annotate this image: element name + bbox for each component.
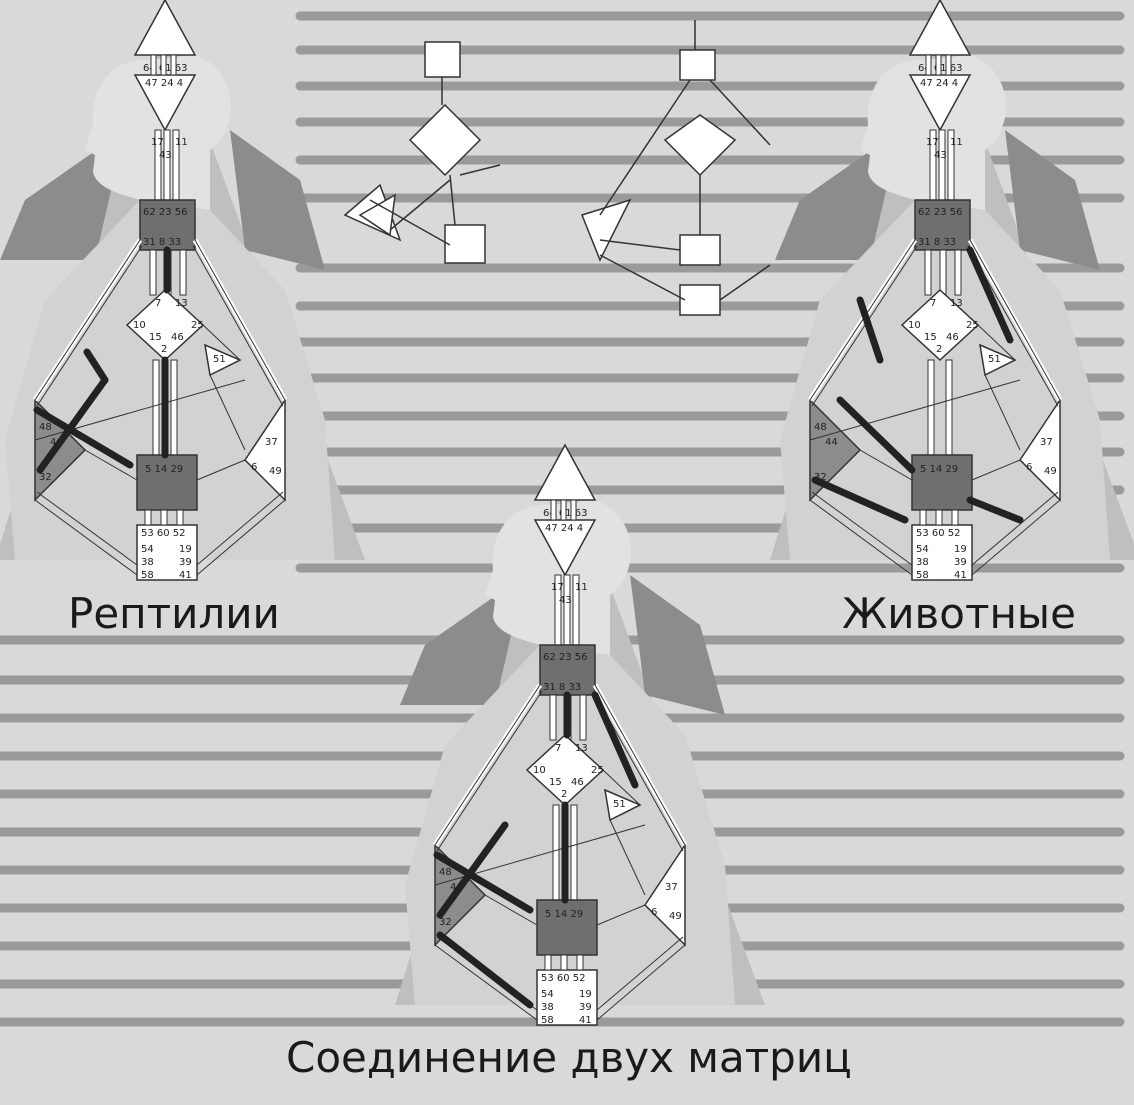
bodygraph-animals — [770, 0, 1134, 581]
bodygraph-merge — [395, 445, 765, 1026]
caption-merge: Соединение двух матриц — [286, 1033, 852, 1082]
schematic-left — [343, 41, 501, 264]
bodygraph-reptiles — [0, 0, 365, 581]
schematic-right — [581, 20, 771, 316]
caption-animals: Животные — [842, 589, 1076, 638]
caption-reptiles: Рептилии — [68, 589, 280, 638]
